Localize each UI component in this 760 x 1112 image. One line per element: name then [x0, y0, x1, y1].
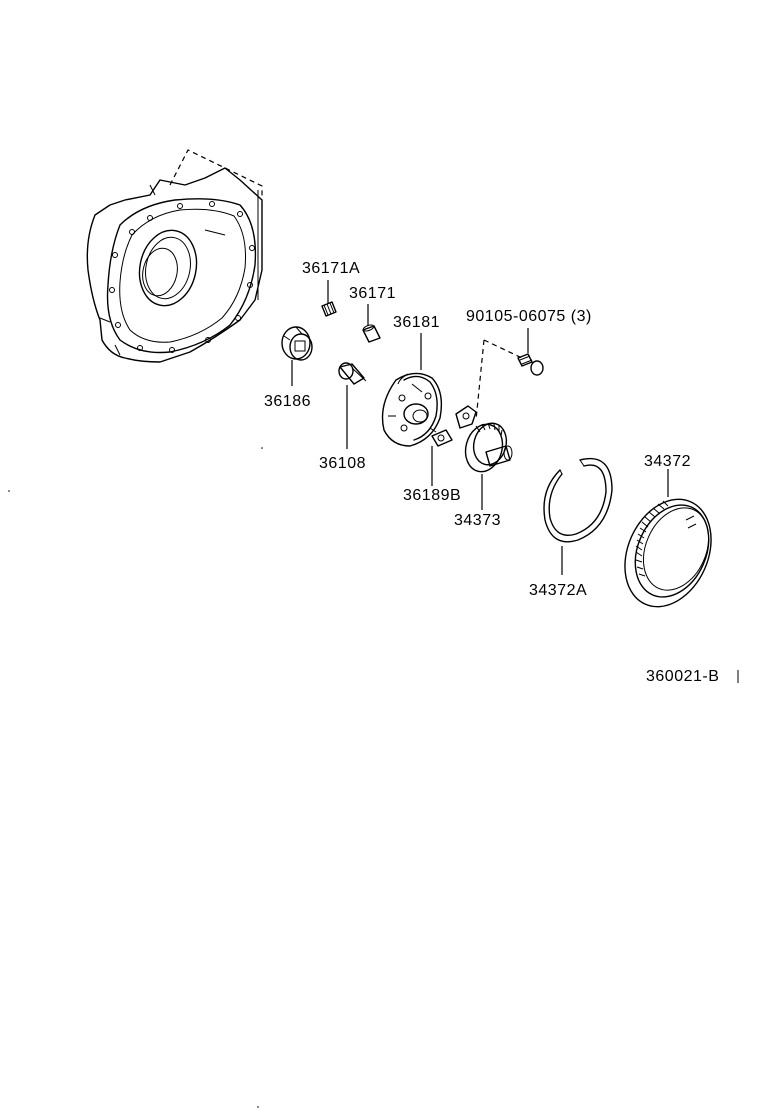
part-34372-ring-gear [624, 498, 712, 608]
label-90105-06075: 90105-06075 (3) [466, 308, 592, 325]
transaxle-case [86, 149, 263, 363]
label-34372A: 34372A [529, 582, 587, 599]
label-36186: 36186 [264, 393, 311, 410]
part-36171-plunger [362, 324, 381, 343]
part-34372A-snap-ring [543, 458, 613, 543]
label-34373: 34373 [454, 512, 501, 529]
label-36171: 36171 [349, 285, 396, 302]
part-36189B-plate [431, 405, 477, 447]
part-34373-gear [464, 422, 513, 473]
part-36186-collar [281, 326, 313, 361]
label-36181: 36181 [393, 314, 440, 331]
part-36171A-spring [321, 301, 337, 317]
label-36189B: 36189B [403, 487, 461, 504]
label-36171A: 36171A [302, 260, 360, 277]
label-34372: 34372 [644, 453, 691, 470]
diagram-reference-code: 360021-B [646, 668, 719, 685]
part-36108-shaft [338, 362, 367, 385]
bolt-alignment-dashline [475, 339, 523, 421]
part-36181-pump-body [381, 372, 443, 447]
part-90105-06075-bolt [517, 353, 544, 376]
label-36108: 36108 [319, 455, 366, 472]
